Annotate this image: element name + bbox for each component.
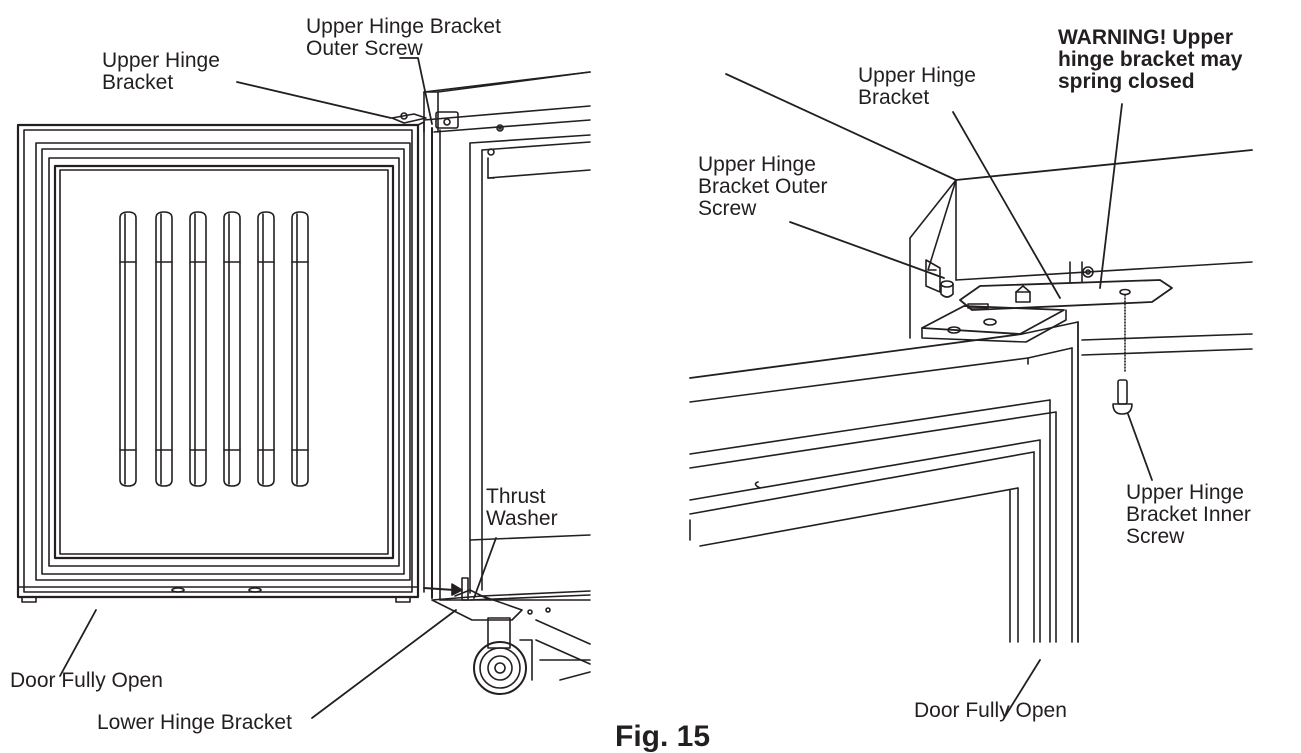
left-panel-drawing [16, 57, 591, 719]
label-line: Upper Hinge [102, 49, 220, 72]
right-leader-lines [789, 103, 1153, 719]
door-ribs [119, 211, 309, 487]
label-line: Upper Hinge [698, 153, 816, 176]
label-line: spring closed [1058, 70, 1195, 93]
right-upper-hinge-bracket [921, 279, 1173, 343]
label-upper-hinge-bracket-outer-screw-right: Upper Hinge Bracket Outer Screw [698, 154, 828, 220]
label-door-fully-open-right: Door Fully Open [914, 699, 1067, 722]
left-leader-lines [59, 57, 497, 719]
label-line: Bracket [102, 71, 174, 94]
cabinet-body [423, 71, 591, 601]
label-upper-hinge-bracket-right: Upper Hinge Bracket [858, 65, 976, 109]
thrust-washer-arrow [423, 577, 469, 601]
label-line: Bracket Outer [698, 175, 828, 198]
door-panel [16, 121, 425, 603]
label-line: Screw [1126, 525, 1185, 548]
label-thrust-washer: Thrust Washer [486, 486, 558, 530]
label-line: hinge bracket may [1058, 48, 1243, 71]
outer-screw [925, 259, 954, 298]
label-line: Upper Hinge [858, 64, 976, 87]
right-panel-drawing [689, 73, 1253, 719]
label-upper-hinge-bracket-outer-screw-left: Upper Hinge Bracket Outer Screw [306, 16, 501, 60]
label-line: Thrust [486, 485, 546, 508]
label-line: Upper Hinge [1126, 481, 1244, 504]
label-line: Bracket [858, 86, 930, 109]
inner-screw [1112, 294, 1133, 415]
left-upper-hinge-bracket [391, 112, 427, 124]
label-line: WARNING! Upper [1058, 26, 1233, 49]
label-upper-hinge-bracket-inner-screw: Upper Hinge Bracket Inner Screw [1126, 482, 1251, 548]
label-upper-hinge-bracket-left: Upper Hinge Bracket [102, 50, 220, 94]
label-line: Outer Screw [306, 37, 423, 60]
label-warning: WARNING! Upper hinge bracket may spring … [1058, 27, 1242, 93]
label-door-fully-open-left: Door Fully Open [10, 669, 163, 692]
label-line: Washer [486, 507, 558, 530]
label-line: Upper Hinge Bracket [306, 15, 501, 38]
label-line: Screw [698, 197, 757, 220]
figure-caption: Fig. 15 [615, 720, 711, 753]
label-lower-hinge-bracket: Lower Hinge Bracket [97, 711, 292, 734]
right-door [689, 321, 1079, 643]
cabinet-top [725, 73, 1253, 356]
caster-wheel [431, 589, 591, 695]
label-line: Bracket Inner [1126, 503, 1251, 526]
